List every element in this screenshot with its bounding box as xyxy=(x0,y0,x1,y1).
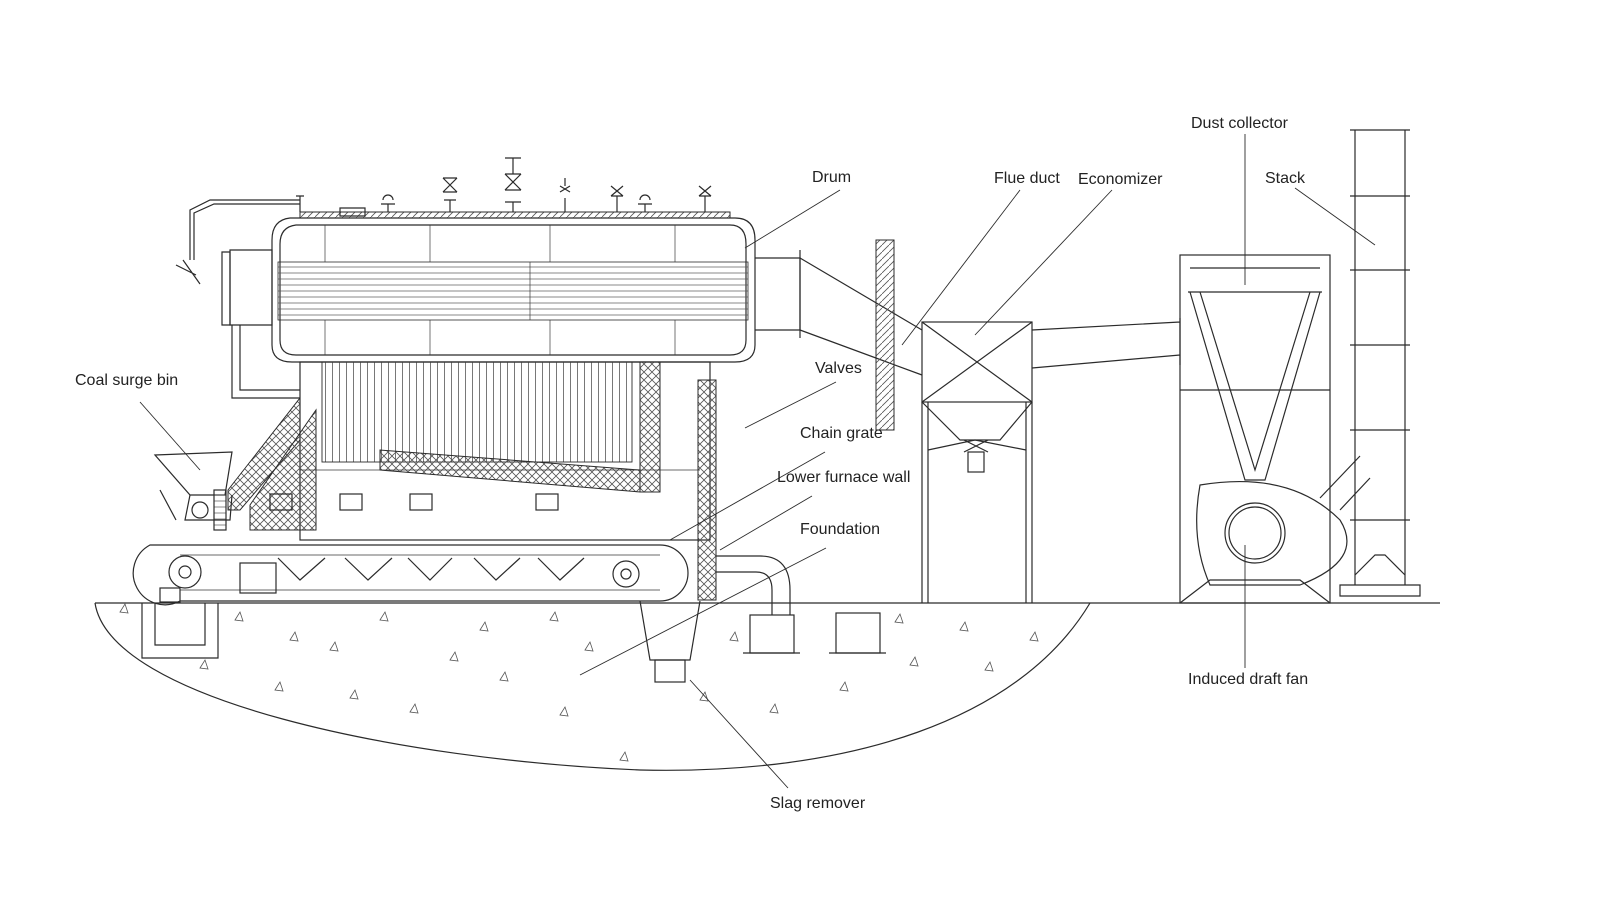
flue-duct xyxy=(799,239,923,431)
label-lower-furnace-wall: Lower furnace wall xyxy=(777,469,910,486)
leader-lines xyxy=(139,134,1376,789)
label-flue-duct: Flue duct xyxy=(994,170,1060,187)
coal-surge-bin xyxy=(153,451,233,531)
label-slag-remover: Slag remover xyxy=(770,795,866,812)
induced-draft-fan xyxy=(1196,455,1371,586)
furnace xyxy=(227,361,717,601)
label-induced-draft-fan: Induced draft fan xyxy=(1188,671,1308,688)
label-dust-collector: Dust collector xyxy=(1191,115,1289,132)
chain-grate xyxy=(132,544,689,606)
label-economizer: Economizer xyxy=(1078,171,1163,188)
dust-collector xyxy=(1179,254,1331,604)
drum xyxy=(175,157,801,399)
boiler xyxy=(132,157,801,683)
label-stack: Stack xyxy=(1265,170,1306,187)
slag-remover xyxy=(639,600,701,683)
label-foundation: Foundation xyxy=(800,521,880,538)
label-drum: Drum xyxy=(812,169,851,186)
economizer xyxy=(921,318,1181,603)
stack xyxy=(1339,129,1421,597)
label-chain-grate: Chain grate xyxy=(800,425,883,442)
label-coal-surge-bin: Coal surge bin xyxy=(75,372,178,389)
foundation-aggregate xyxy=(119,603,1039,762)
label-valves: Valves xyxy=(815,360,862,377)
labels: Drum Flue duct Economizer Dust collector… xyxy=(75,115,1308,812)
